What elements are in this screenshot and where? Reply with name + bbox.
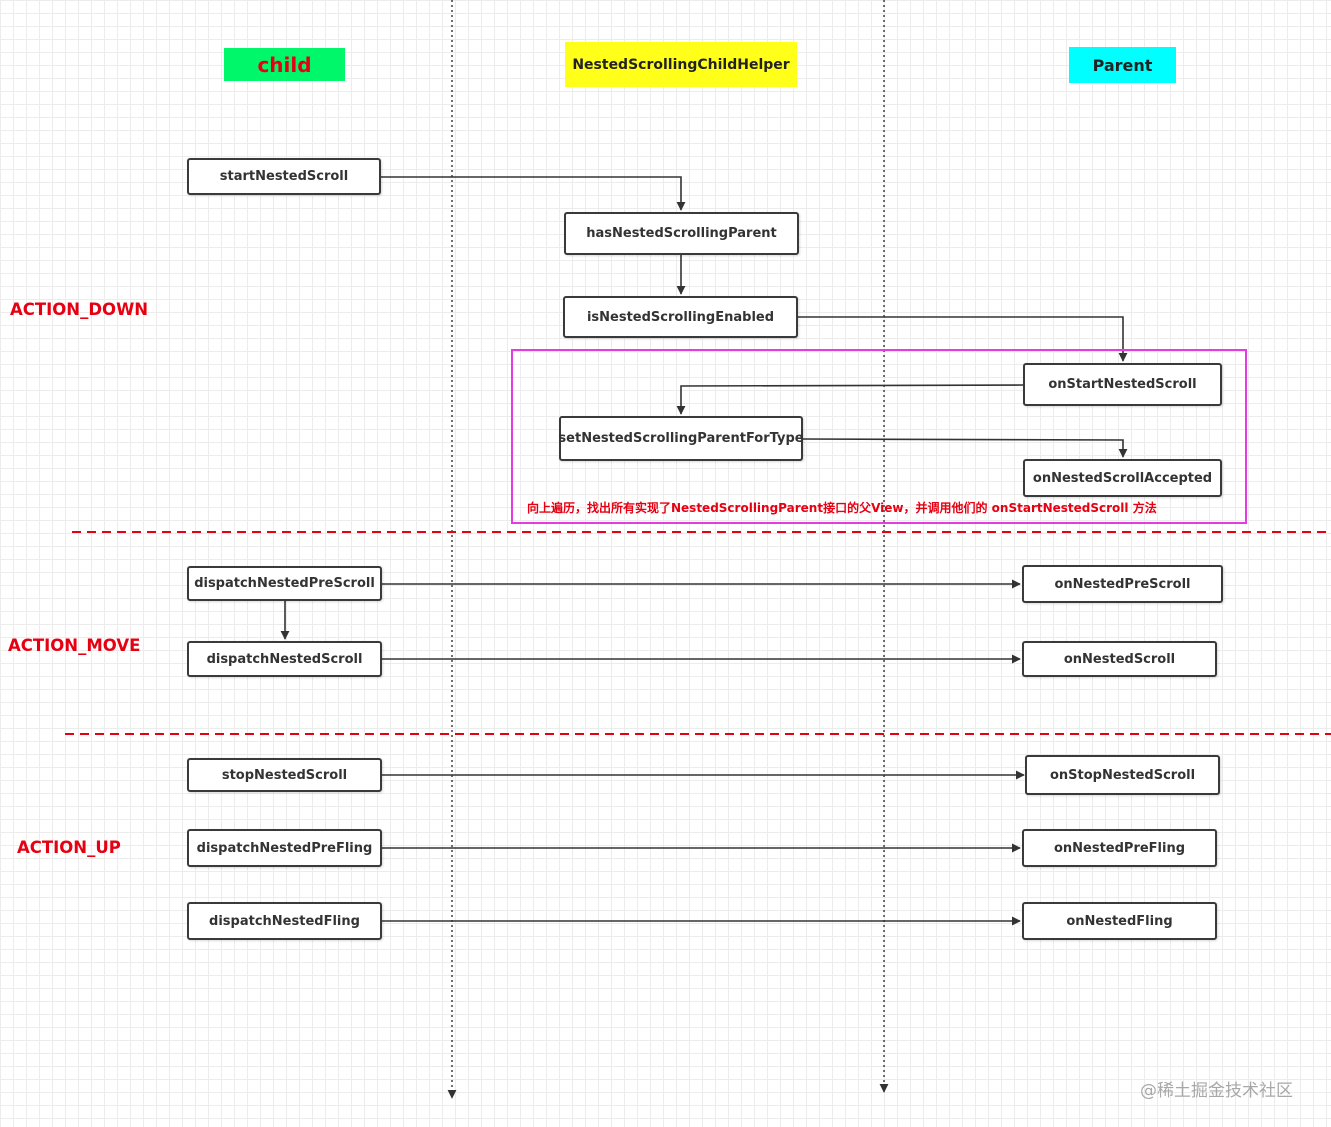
node-start-nested-scroll: startNestedScroll bbox=[187, 158, 381, 195]
traversal-group-box bbox=[511, 349, 1247, 524]
header-helper-label: NestedScrollingChildHelper bbox=[572, 56, 790, 73]
arrow-onstart-to-set bbox=[676, 384, 1025, 415]
node-on-nested-scroll: onNestedScroll bbox=[1022, 641, 1217, 677]
node-dispatch-nested-pre-fling: dispatchNestedPreFling bbox=[187, 829, 382, 867]
node-dispatch-nested-pre-scroll: dispatchNestedPreScroll bbox=[187, 566, 382, 601]
phase-label-action-up: ACTION_UP bbox=[17, 838, 121, 857]
arrow-is-to-onstart bbox=[798, 316, 1128, 362]
node-dispatch-nested-fling: dispatchNestedFling bbox=[187, 902, 382, 940]
header-parent: Parent bbox=[1069, 47, 1176, 83]
header-parent-label: Parent bbox=[1092, 55, 1153, 75]
node-set-nested-scrolling-parent-for-type: setNestedScrollingParentForType bbox=[558, 416, 804, 461]
arrow-set-to-accepted bbox=[801, 438, 1128, 458]
node-dispatch-nested-scroll: dispatchNestedScroll bbox=[187, 641, 382, 677]
node-on-nested-pre-scroll: onNestedPreScroll bbox=[1022, 565, 1223, 603]
node-on-nested-pre-fling: onNestedPreFling bbox=[1022, 829, 1217, 867]
traversal-note: 向上遍历，找出所有实现了NestedScrollingParent接口的父Vie… bbox=[527, 501, 1157, 515]
node-is-nested-scrolling-enabled: isNestedScrollingEnabled bbox=[563, 296, 798, 338]
node-stop-nested-scroll: stopNestedScroll bbox=[187, 758, 382, 792]
node-on-stop-nested-scroll: onStopNestedScroll bbox=[1025, 755, 1220, 795]
node-on-nested-fling: onNestedFling bbox=[1022, 902, 1217, 940]
arrow-start-to-has bbox=[381, 176, 686, 211]
watermark: @稀土掘金技术社区 bbox=[1140, 1081, 1293, 1101]
header-child-label: child bbox=[257, 52, 312, 77]
node-has-nested-scrolling-parent: hasNestedScrollingParent bbox=[564, 212, 799, 255]
header-helper: NestedScrollingChildHelper bbox=[565, 42, 797, 87]
node-on-start-nested-scroll: onStartNestedScroll bbox=[1023, 363, 1222, 406]
phase-label-action-move: ACTION_MOVE bbox=[8, 636, 141, 655]
phase-label-action-down: ACTION_DOWN bbox=[10, 300, 149, 319]
node-on-nested-scroll-accepted: onNestedScrollAccepted bbox=[1023, 459, 1222, 497]
header-child: child bbox=[224, 48, 345, 81]
